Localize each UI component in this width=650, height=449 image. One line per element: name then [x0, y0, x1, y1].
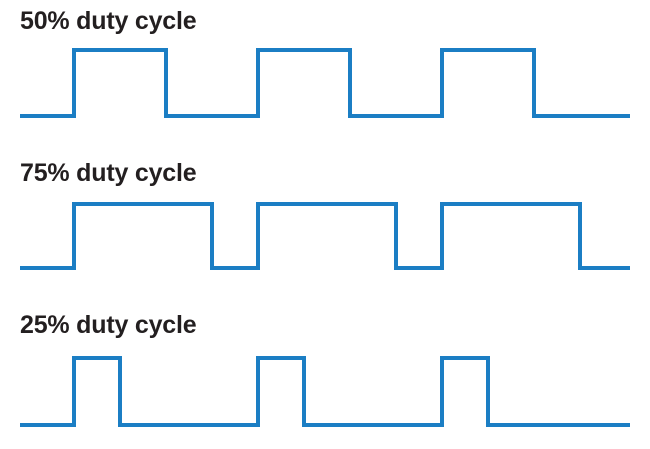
waveform-row-25: 25% duty cycle — [0, 305, 650, 446]
waveform-plot-75 — [20, 202, 630, 270]
waveform-row-50: 50% duty cycle — [0, 0, 650, 150]
waveform-label-50: 50% duty cycle — [20, 7, 197, 35]
waveform-plot-50 — [20, 48, 630, 118]
waveform-label-75: 75% duty cycle — [20, 159, 197, 187]
waveform-trace-25 — [20, 356, 630, 427]
waveform-plot-25 — [20, 356, 630, 427]
waveform-row-75: 75% duty cycle — [0, 152, 650, 302]
waveform-label-25: 25% duty cycle — [20, 311, 197, 339]
waveform-trace-75 — [20, 202, 630, 270]
waveform-trace-50 — [20, 48, 630, 118]
